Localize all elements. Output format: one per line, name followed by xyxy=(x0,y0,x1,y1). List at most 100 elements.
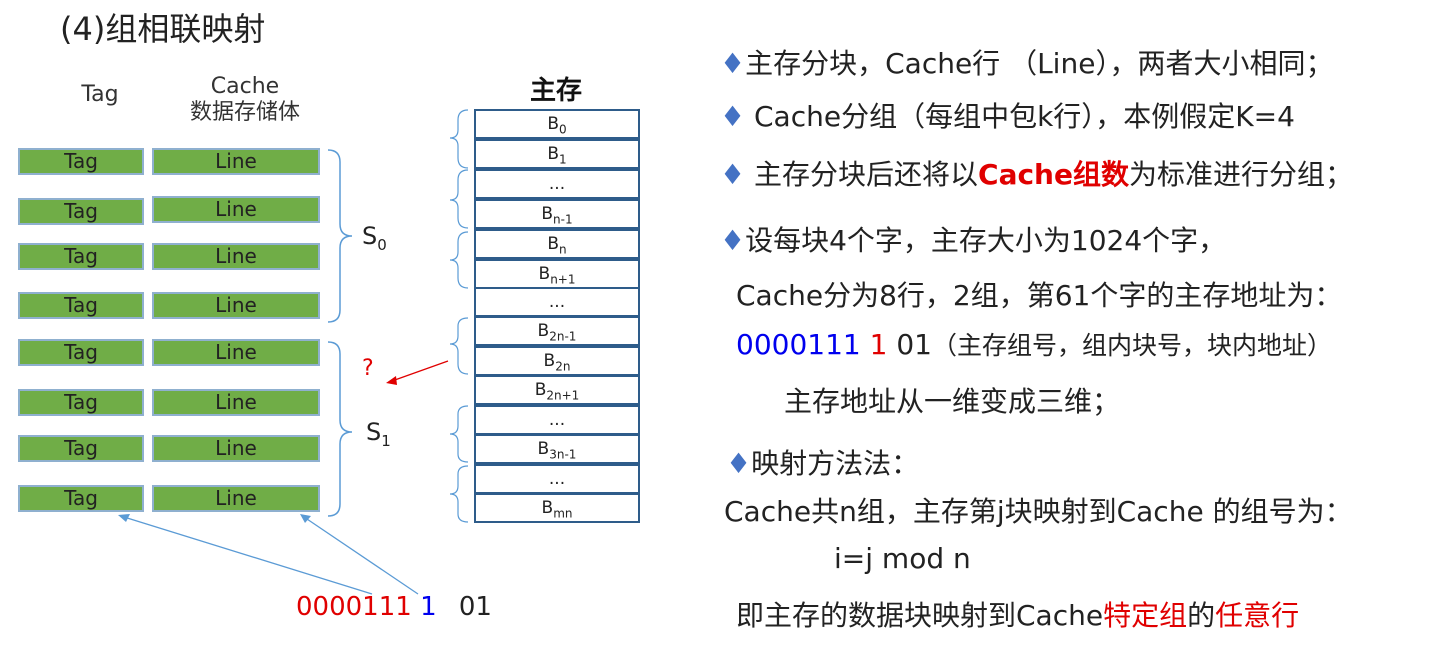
cache-line-cell: Line xyxy=(152,196,320,223)
memory-block-subscript: n-1 xyxy=(553,212,573,227)
memory-block-base: B xyxy=(537,439,550,459)
blue-arrow-line xyxy=(303,516,419,595)
set-1-label: S1 xyxy=(366,418,391,450)
text-line-2-content: Cache分组（每组中包k行），本例假定K=4 xyxy=(745,100,1295,133)
memory-block: Bn+1 xyxy=(474,259,640,289)
address-block-number: 1 xyxy=(860,328,888,361)
memory-block-subscript: 3n-1 xyxy=(549,447,577,462)
memory-block-subscript: 2n-1 xyxy=(549,329,577,344)
memory-block-ellipsis: ... xyxy=(474,169,640,199)
text-line-10: i=j mod n xyxy=(834,542,971,575)
text-line-11a: 即主存的数据块映射到Cache xyxy=(736,599,1104,632)
red-arrow xyxy=(391,360,449,382)
set-0-brace xyxy=(327,149,353,323)
text-line-8: ♦映射方法法： xyxy=(726,442,919,482)
memory-group-braces xyxy=(449,109,469,523)
text-line-1-content: 主存分块，Cache行 （Line），两者大小相同； xyxy=(745,47,1334,80)
diamond-bullet: ♦ xyxy=(726,447,752,480)
memory-block-base: B xyxy=(534,380,547,400)
diamond-bullet: ♦ xyxy=(720,224,746,257)
memory-block-base: B xyxy=(547,234,560,254)
text-line-7: 主存地址从一维变成三维； xyxy=(784,385,1121,418)
cache-line-cell: Line xyxy=(152,485,320,512)
memory-block-subscript: 2n xyxy=(555,359,571,374)
bottom-address-offset: 01 xyxy=(458,592,492,622)
address-group-number: 0000111 xyxy=(736,328,861,361)
set-1-brace xyxy=(327,341,353,517)
text-line-11: 即主存的数据块映射到Cache特定组的任意行 xyxy=(736,594,1299,634)
memory-block: B2n-1 xyxy=(474,316,640,346)
address-explanation: （主存组号，组内块号，块内地址） xyxy=(931,331,1332,360)
text-line-11c: 的 xyxy=(1187,599,1216,632)
text-line-8-content: 映射方法法： xyxy=(751,447,920,480)
memory-block-base: B xyxy=(547,144,560,164)
memory-block: B2n+1 xyxy=(474,375,640,405)
address-offset: 01 xyxy=(887,328,932,361)
cache-tag-cell: Tag xyxy=(18,389,144,416)
bottom-address-group: 0000111 xyxy=(296,592,412,622)
text-line-9: Cache共n组，主存第j块映射到Cache 的组号为： xyxy=(724,495,1353,528)
page-title: (4)组相联映射 xyxy=(60,10,266,48)
memory-block-base: B xyxy=(537,321,550,341)
set-0-label: S0 xyxy=(362,222,387,254)
memory-block: Bmn xyxy=(474,493,640,523)
cache-line-cell: Line xyxy=(152,435,320,462)
memory-block: B1 xyxy=(474,139,640,169)
tag-column-header: Tag xyxy=(81,82,119,107)
cache-line-cell: Line xyxy=(152,292,320,319)
text-line-4: ♦设每块4个字，主存大小为1024个字， xyxy=(720,219,1226,259)
text-line-4-content: 设每块4个字，主存大小为1024个字， xyxy=(745,224,1227,257)
memory-block-base: B xyxy=(541,498,554,518)
blue-arrow-line-head xyxy=(300,514,311,523)
memory-block-base: ... xyxy=(548,469,566,489)
cache-tag-cell: Tag xyxy=(18,198,144,225)
bottom-address: 0000111 1 01 xyxy=(296,592,492,622)
bottom-address-block: 1 xyxy=(420,592,437,622)
text-line-1: ♦主存分块，Cache行 （Line），两者大小相同； xyxy=(720,42,1333,82)
main-memory-header: 主存 xyxy=(530,76,583,106)
set-1-letter: S xyxy=(366,418,382,446)
text-line-3: ♦ 主存分块后还将以Cache组数为标准进行分组； xyxy=(720,153,1353,193)
diamond-bullet: ♦ xyxy=(720,158,746,191)
text-line-11-highlight-2: 任意行 xyxy=(1215,599,1300,632)
memory-block: B3n-1 xyxy=(474,434,640,464)
cache-store-header-line1: Cache xyxy=(210,74,280,99)
red-arrow-head xyxy=(386,376,397,385)
memory-block-subscript: 2n+1 xyxy=(546,388,580,403)
memory-block-base: B xyxy=(538,264,551,284)
text-line-11-highlight-1: 特定组 xyxy=(1103,599,1188,632)
cache-tag-cell: Tag xyxy=(18,292,144,319)
cache-tag-cell: Tag xyxy=(18,148,144,175)
memory-block-base: ... xyxy=(548,174,566,194)
memory-block: Bn-1 xyxy=(474,199,640,229)
text-line-2: ♦ Cache分组（每组中包k行），本例假定K=4 xyxy=(720,95,1295,135)
text-line-3a: 主存分块后还将以 xyxy=(745,158,979,191)
memory-block-subscript: 1 xyxy=(559,152,567,167)
memory-block-subscript: 0 xyxy=(559,122,567,137)
memory-block-subscript: n xyxy=(559,242,567,257)
cache-line-cell: Line xyxy=(152,389,320,416)
cache-store-header-line2: 数据存储体 xyxy=(189,100,300,125)
memory-block-base: B xyxy=(547,114,560,134)
cache-store-header: Cache 数据存储体 xyxy=(170,74,320,126)
set-1-subscript: 1 xyxy=(381,431,391,450)
memory-block-base: ... xyxy=(548,292,566,312)
memory-block-base: B xyxy=(541,204,554,224)
blue-arrow-tag xyxy=(123,516,373,595)
cache-line-cell: Line xyxy=(152,243,320,270)
memory-block-base: B xyxy=(543,351,556,371)
text-line-3c: 为标准进行分组； xyxy=(1128,158,1353,191)
cache-tag-cell: Tag xyxy=(18,339,144,366)
memory-block: B0 xyxy=(474,109,640,139)
question-mark: ? xyxy=(362,356,374,381)
cache-tag-cell: Tag xyxy=(18,435,144,462)
set-0-letter: S xyxy=(362,222,378,250)
cache-tag-cell: Tag xyxy=(18,243,144,270)
diamond-bullet: ♦ xyxy=(720,47,746,80)
cache-line-cell: Line xyxy=(152,339,320,366)
diamond-bullet: ♦ xyxy=(720,100,746,133)
memory-block-base: ... xyxy=(548,410,566,430)
memory-block: Bn xyxy=(474,229,640,259)
memory-block-subscript: n+1 xyxy=(550,272,576,287)
